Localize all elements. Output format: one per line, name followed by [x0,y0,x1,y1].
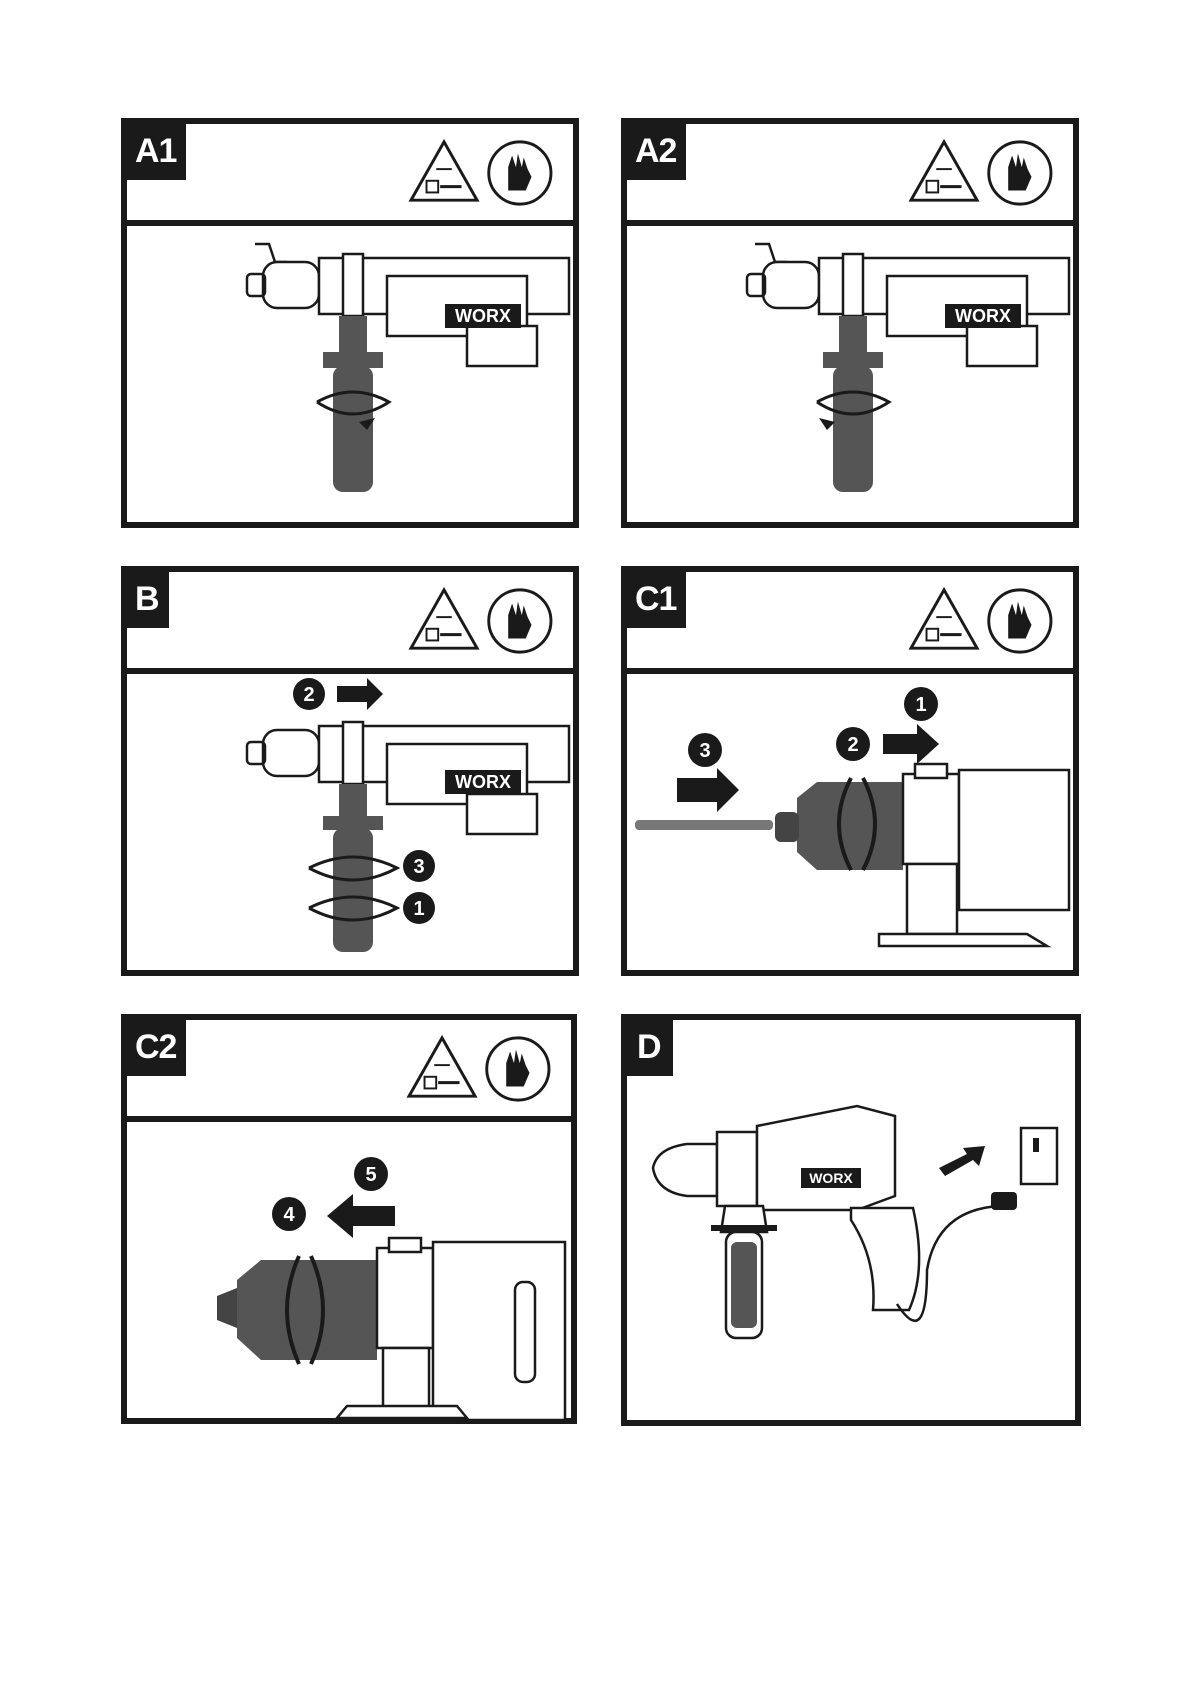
panel-header: A1 [127,124,573,226]
step-number: 4 [283,1204,295,1226]
panel-a2: A2 WORX [621,118,1079,528]
drill-handle-adjust-illustration: 2 WORX 3 1 [127,674,573,976]
safety-icons [405,138,555,208]
panel-header: C1 [627,572,1073,674]
panel-c2: C2 5 4 [121,1014,577,1424]
panel-label: C1 [627,572,686,628]
arrow-right-icon [337,678,383,710]
unplug-warning-icon [911,142,977,200]
panel-header: C2 [127,1020,571,1122]
gloves-icon [989,590,1051,652]
panel-header: A2 [627,124,1073,226]
gloves-icon [489,142,551,204]
chuck-bit-insert-illustration: 1 2 3 [627,674,1073,976]
panel-label: C2 [127,1020,186,1076]
unplug-warning-icon [411,142,477,200]
gloves-icon [989,142,1051,204]
unplug-warning-icon [911,590,977,648]
arrow-left-icon [327,1194,395,1238]
step-number: 1 [413,898,424,920]
panel-label: A2 [627,124,686,180]
arrow-right-icon [677,768,739,812]
brand-text: WORX [955,306,1011,326]
safety-icons [905,138,1055,208]
step-number: 5 [365,1164,376,1186]
drill-bit [635,820,773,830]
drill-plug-in-illustration: WORX [627,1020,1075,1420]
safety-icons [403,1034,553,1104]
step-number: 1 [915,694,926,716]
arrow-right-icon [883,724,939,764]
step-number: 3 [699,740,710,762]
brand-text: WORX [809,1170,853,1186]
step-number: 2 [847,734,858,756]
plug [991,1192,1017,1210]
step-number: 2 [303,684,314,706]
gloves-icon [489,590,551,652]
brand-text: WORX [455,772,511,792]
panel-b: B 2 WORX [121,566,579,976]
panel-a1: A1 WORX [121,118,579,528]
panel-header: B [127,572,573,674]
brand-text: WORX [455,306,511,326]
safety-icons [905,586,1055,656]
safety-icons [405,586,555,656]
panel-label: B [127,572,169,628]
gloves-icon [487,1038,549,1100]
step-number: 3 [413,856,424,878]
unplug-warning-icon [409,1038,475,1096]
panel-d: D WORX [621,1014,1081,1426]
panel-c1: C1 1 2 3 [621,566,1079,976]
chuck-remove-illustration: 5 4 [127,1122,571,1424]
drill-side-handle-illustration: WORX [127,226,573,528]
drill-side-handle-illustration: WORX [627,226,1073,528]
panel-label: A1 [127,124,186,180]
unplug-warning-icon [411,590,477,648]
arrow-plug-icon [939,1146,985,1176]
